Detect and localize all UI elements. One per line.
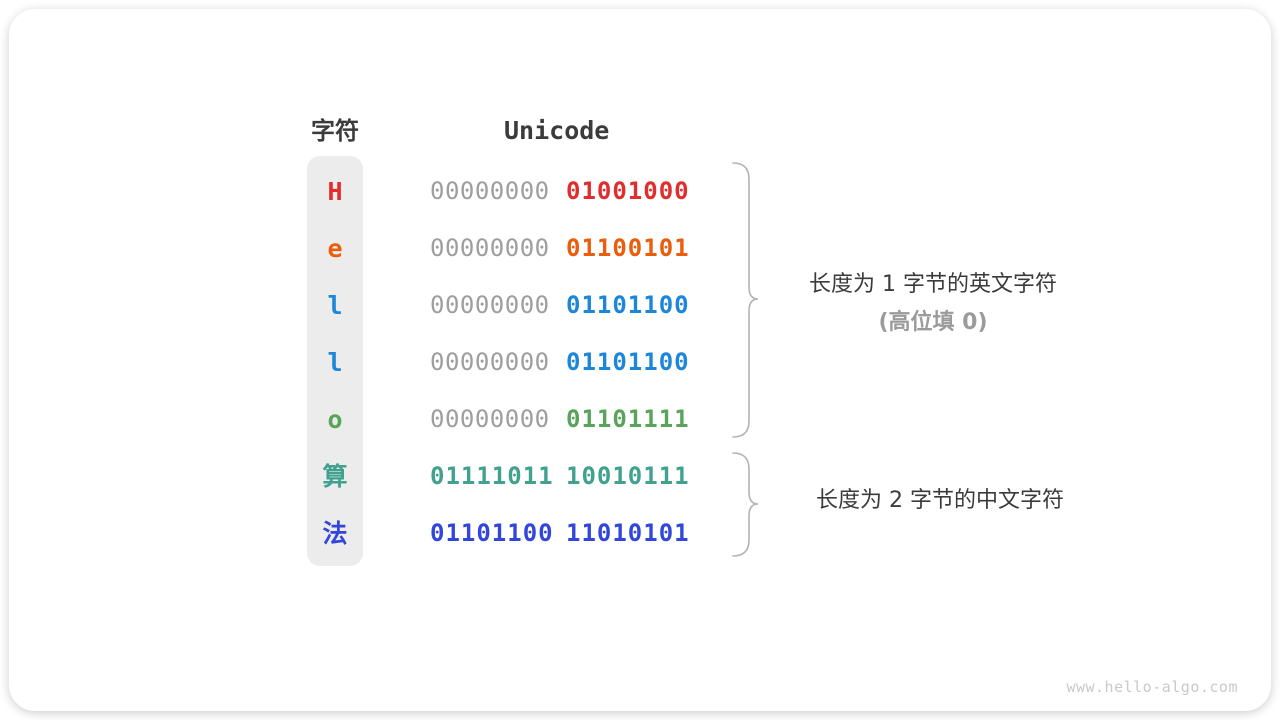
- table-row: l 00000000 01101100: [0, 277, 1280, 334]
- character-cell: H: [327, 177, 343, 206]
- unicode-low-byte: 11010101: [566, 519, 690, 547]
- table-row: 算 01111011 10010111: [0, 448, 1280, 505]
- unicode-high-byte: 01111011: [430, 462, 554, 490]
- annotation-chinese-group: 长度为 2 字节的中文字符: [816, 488, 1064, 513]
- unicode-low-byte: 10010111: [566, 462, 690, 490]
- unicode-low-byte: 01101100: [566, 291, 690, 319]
- character-column-background: [307, 156, 363, 566]
- character-cell: 算: [322, 462, 348, 491]
- character-cell: e: [327, 234, 343, 263]
- table-row: l 00000000 01101100: [0, 334, 1280, 391]
- figure-card: [9, 9, 1271, 711]
- unicode-low-byte: 01101100: [566, 348, 690, 376]
- table-row: o 00000000 01101111: [0, 391, 1280, 448]
- character-cell: 法: [322, 519, 348, 548]
- unicode-high-byte: 00000000: [430, 177, 550, 205]
- character-cell: l: [327, 348, 343, 377]
- encoding-table: H 00000000 01001000 e 00000000 01100101 …: [0, 163, 1280, 562]
- unicode-high-byte: 00000000: [430, 234, 550, 262]
- annotation-english-line2: (高位填 0): [878, 310, 988, 335]
- unicode-low-byte: 01101111: [566, 405, 690, 433]
- annotation-english-line1: 长度为 1 字节的英文字符: [809, 272, 1057, 297]
- table-row: e 00000000 01100101: [0, 220, 1280, 277]
- table-row: H 00000000 01001000: [0, 163, 1280, 220]
- column-header-character: 字符: [311, 117, 359, 145]
- unicode-high-byte: 01101100: [430, 519, 554, 547]
- character-cell: o: [327, 405, 343, 434]
- annotation-english-group: 长度为 1 字节的英文字符 (高位填 0): [809, 266, 1057, 342]
- table-row: 法 01101100 11010101: [0, 505, 1280, 562]
- site-watermark: www.hello-algo.com: [1066, 678, 1238, 696]
- unicode-high-byte: 00000000: [430, 291, 550, 319]
- unicode-high-byte: 00000000: [430, 348, 550, 376]
- unicode-low-byte: 01100101: [566, 234, 690, 262]
- unicode-low-byte: 01001000: [566, 177, 690, 205]
- unicode-high-byte: 00000000: [430, 405, 550, 433]
- column-header-unicode: Unicode: [504, 116, 610, 145]
- character-cell: l: [327, 291, 343, 320]
